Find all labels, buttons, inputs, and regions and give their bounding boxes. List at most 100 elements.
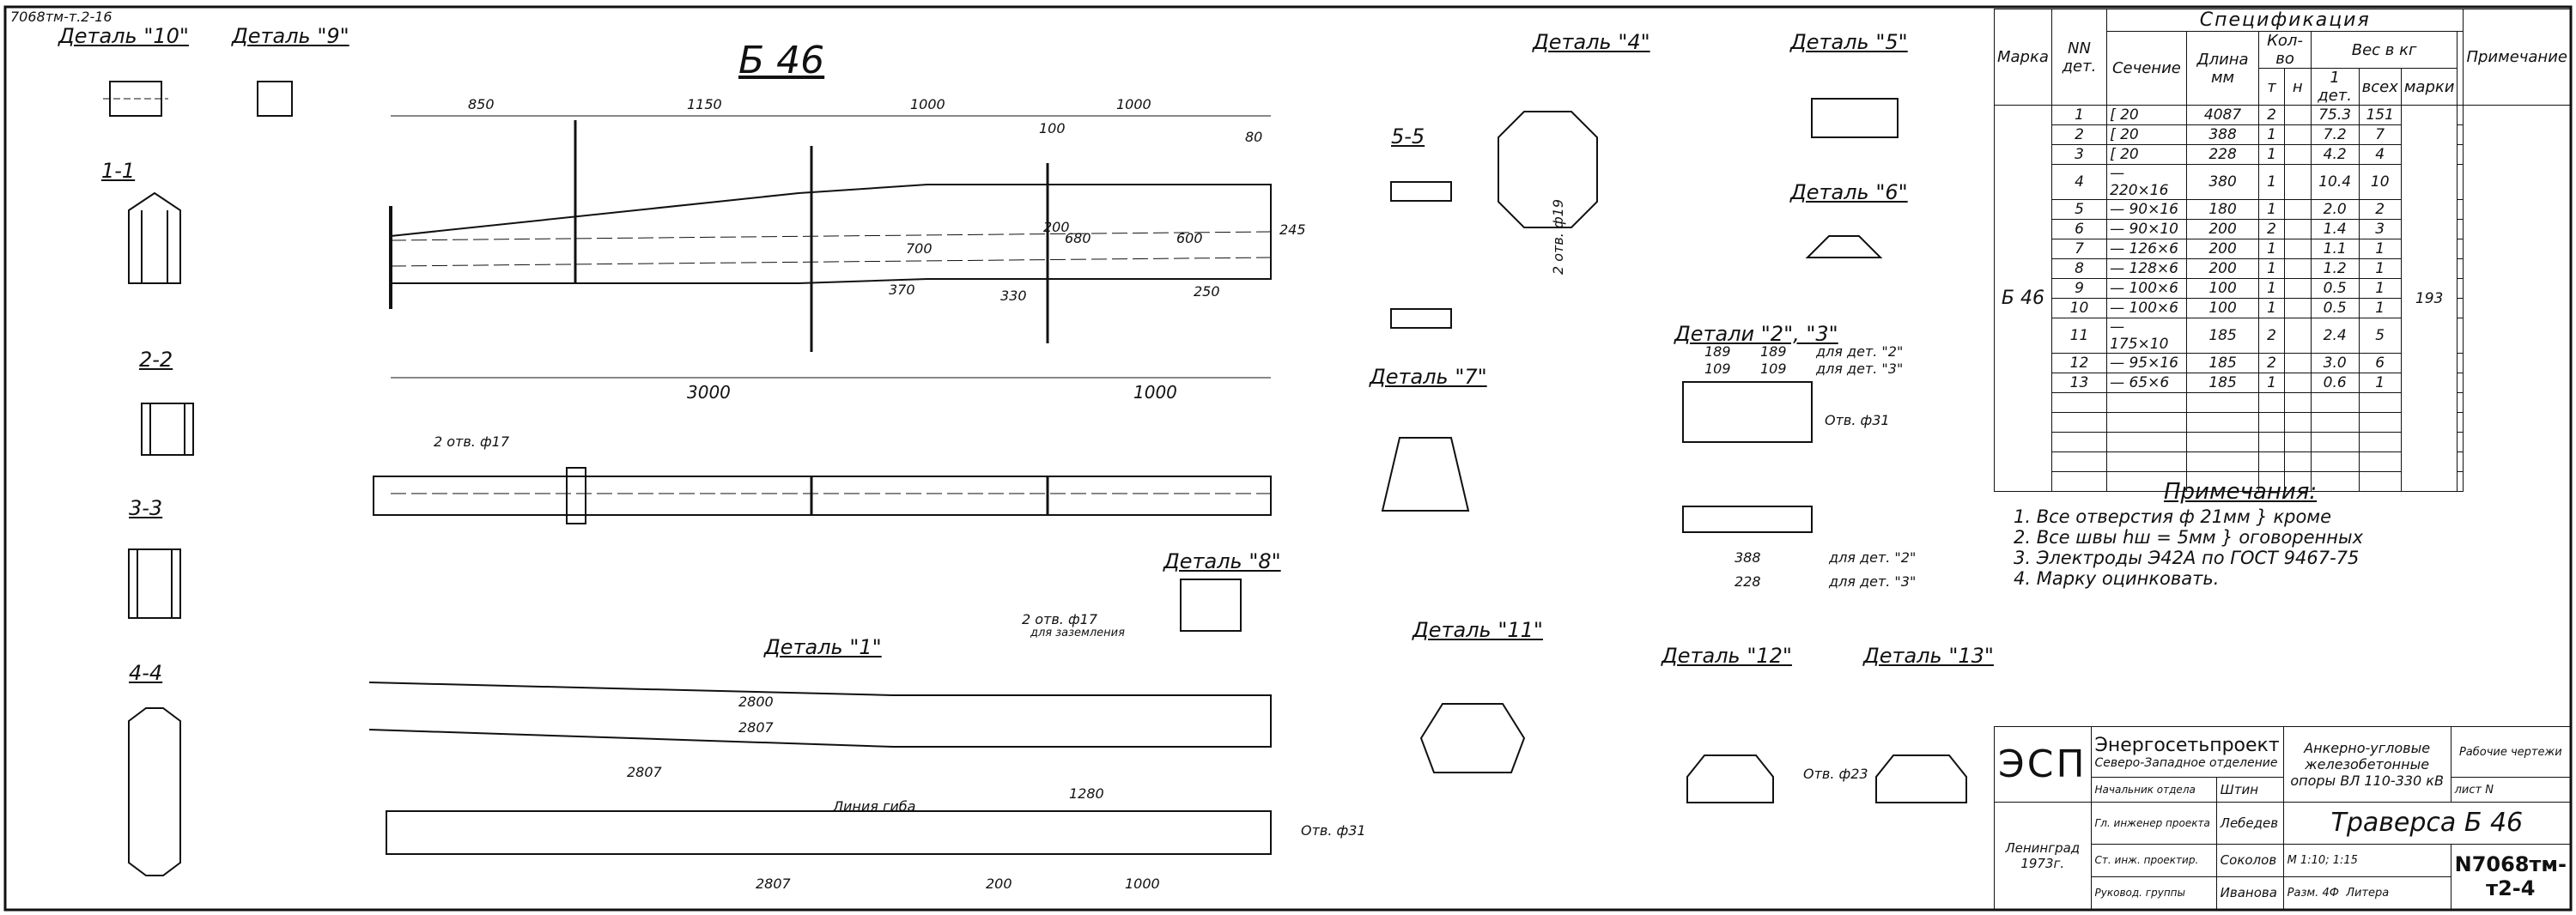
spec-cell-n: 9	[2050, 278, 2108, 299]
dim-245: 245	[1279, 221, 1306, 238]
dim-1000: 1000	[1133, 382, 1177, 403]
spec-cell-len: 228	[2185, 144, 2260, 165]
spec-cell-sec: — 100×6	[2106, 298, 2187, 318]
tb-format: Разм. 4Ф Литера	[2282, 876, 2451, 911]
tb-sheet: лист N	[2450, 777, 2572, 803]
tb-city-name: Ленинград	[2005, 839, 2081, 856]
detail-8-label: Деталь "8"	[1163, 549, 1281, 573]
spec-cell-n: 6	[2050, 219, 2108, 239]
spec-cell-t	[2258, 432, 2285, 452]
spec-cell-w1: 3.0	[2310, 353, 2360, 373]
dim-600: 600	[1176, 230, 1203, 246]
spec-cell-t	[2258, 392, 2285, 413]
spec-cell-h	[2283, 258, 2312, 279]
spec-head-all: всех	[2358, 68, 2402, 106]
spec-cell-w1: 0.5	[2310, 278, 2360, 299]
spec-mark: Б 46	[1994, 105, 2052, 492]
spec-head-remark: Примечание	[2463, 9, 2571, 106]
detail-2-3-label: Детали "2", "3"	[1674, 322, 1838, 346]
spec-cell-wa	[2358, 451, 2402, 472]
tb-branch: Северо-Западное отделение	[2094, 755, 2278, 770]
spec-cell-wa: 2	[2358, 199, 2402, 220]
spec-cell-h	[2283, 412, 2312, 433]
tb-name-0: Штин	[2215, 777, 2284, 803]
spec-cell-w1: 10.4	[2310, 164, 2360, 200]
spec-row	[1995, 412, 2571, 433]
spec-cell-t	[2258, 412, 2285, 433]
dim-330: 330	[1000, 288, 1027, 304]
spec-cell-remark	[2457, 144, 2464, 165]
spec-cell-w1: 4.2	[2310, 144, 2360, 165]
dim-250: 250	[1194, 283, 1220, 300]
dim-3000: 3000	[687, 382, 731, 403]
spec-cell-remark	[2457, 373, 2464, 393]
tb-org: Энергосетьпроект Северо-Западное отделен…	[2090, 725, 2284, 779]
spec-row	[1995, 392, 2571, 413]
spec-cell-t: 1	[2258, 298, 2285, 318]
spec-cell-len: 200	[2185, 239, 2260, 259]
spec-row	[1995, 432, 2571, 452]
det1-2807a: 2807	[738, 719, 774, 736]
ground-holes: 2 отв. ф17	[1022, 611, 1098, 627]
det23-109a: 109	[1704, 361, 1731, 377]
spec-cell-w1: 2.0	[2310, 199, 2360, 220]
spec-cell-len	[2185, 471, 2260, 492]
spec-cell-h	[2283, 471, 2312, 492]
spec-cell-h	[2283, 105, 2312, 125]
spec-cell-len: 200	[2185, 258, 2260, 279]
spec-cell-remark	[2457, 124, 2464, 145]
spec-cell-sec: — 220×16	[2106, 164, 2187, 200]
det23-388: 388	[1735, 549, 1761, 566]
det23-label-3b: для дет. "3"	[1829, 573, 1917, 590]
det1-2807c: 2807	[756, 876, 791, 892]
spec-cell-n: 13	[2050, 373, 2108, 393]
detail-2-3-plan	[1682, 381, 1813, 443]
tb-role-0: Начальник отдела	[2090, 777, 2217, 803]
spec-cell-sec	[2106, 432, 2187, 452]
tb-work: Рабочие чертежи	[2450, 725, 2572, 779]
tb-role-3: Руковод. группы	[2090, 876, 2217, 911]
detail-11-label: Деталь "11"	[1413, 618, 1543, 642]
tb-litera: Литера	[2346, 886, 2390, 900]
detail-10-label: Деталь "10"	[58, 24, 189, 48]
spec-head-section: Сечение	[2106, 31, 2187, 106]
section-2-2-outline	[141, 403, 194, 456]
spec-mark-weight: 193	[2400, 105, 2458, 492]
spec-cell-h	[2283, 373, 2312, 393]
dim-680: 680	[1065, 230, 1091, 246]
spec-cell-t: 2	[2258, 105, 2285, 125]
det4-holes: 2 отв. ф19	[1550, 198, 1566, 275]
dim-100: 100	[1039, 120, 1066, 136]
dim-top-1: 850	[468, 96, 495, 112]
tb-esp: ЭСП	[1994, 726, 2092, 803]
spec-cell-h	[2283, 278, 2312, 299]
tb-drawing: Траверса Б 46	[2282, 801, 2572, 845]
spec-cell-sec: — 175×10	[2106, 318, 2187, 354]
dim-top-2: 1150	[687, 96, 722, 112]
spec-cell-sec: — 90×16	[2106, 199, 2187, 220]
section-5-5-bottom	[1390, 308, 1452, 329]
spec-head-mark: Марка	[1994, 9, 2052, 106]
section-3-3-label: 3-3	[129, 496, 163, 520]
spec-cell-wa: 3	[2358, 219, 2402, 239]
detail-1-straight	[386, 810, 1272, 855]
spec-cell-wa	[2358, 471, 2402, 492]
spec-cell-t: 1	[2258, 278, 2285, 299]
det23-label-2a: для дет. "2"	[1816, 343, 1904, 360]
spec-cell-sec: [ 20	[2106, 144, 2187, 165]
spec-cell-remark	[2457, 432, 2464, 452]
spec-cell-wa	[2358, 392, 2402, 413]
spec-cell-w1: 7.2	[2310, 124, 2360, 145]
spec-cell-h	[2283, 298, 2312, 318]
spec-cell-t: 1	[2258, 373, 2285, 393]
spec-cell-t: 1	[2258, 144, 2285, 165]
spec-cell-n	[2050, 392, 2108, 413]
tb-name-3: Иванова	[2215, 876, 2284, 911]
main-title: Б 46	[738, 39, 825, 82]
bend-line: Линия гиба	[833, 798, 916, 815]
